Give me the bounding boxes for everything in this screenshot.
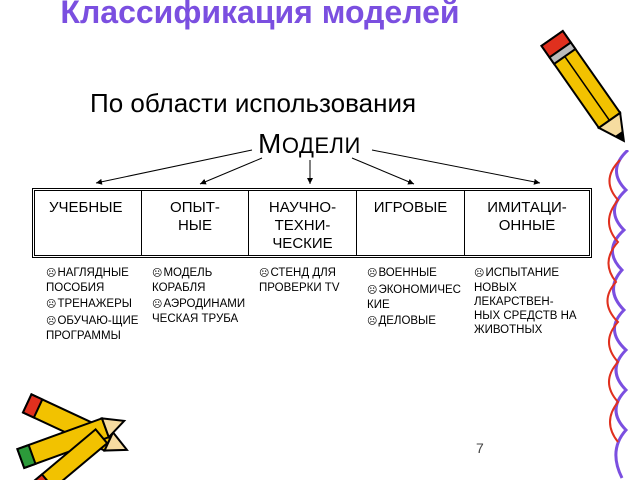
list-item: ☹ЭКОНОМИЧЕСКИЕ bbox=[367, 284, 461, 311]
list-item: ☹ДЕЛОВЫЕ bbox=[367, 315, 436, 327]
frown-bullet-icon: ☹ bbox=[46, 316, 57, 327]
frown-bullet-icon: ☹ bbox=[152, 268, 163, 279]
list-item: ☹СТЕНД ДЛЯ ПРОВЕРКИ TV bbox=[259, 267, 340, 294]
category-header-4: ИГРОВЫЕ bbox=[357, 191, 465, 255]
category-header-3: НАУЧНО-ТЕХНИ-ЧЕСКИЕ bbox=[249, 191, 357, 255]
frown-bullet-icon: ☹ bbox=[367, 316, 378, 327]
frown-bullet-icon: ☹ bbox=[367, 268, 378, 279]
list-item: ☹МОДЕЛЬ КОРАБЛЯ bbox=[152, 267, 213, 294]
category-list-3: ☹СТЕНД ДЛЯ ПРОВЕРКИ TV bbox=[259, 266, 357, 297]
category-header-1: УЧЕБНЫЕ bbox=[35, 191, 142, 255]
arrow-to-col1 bbox=[95, 149, 253, 185]
category-list-1: ☹НАГЛЯДНЫЕ ПОСОБИЯ ☹ТРЕНАЖЕРЫ ☹ОБУЧАЮ-ЩИ… bbox=[46, 266, 142, 345]
list-item: ☹НАГЛЯДНЫЕ ПОСОБИЯ bbox=[46, 267, 129, 294]
category-list-2: ☹МОДЕЛЬ КОРАБЛЯ ☹АЭРОДИНАМИЧЕСКАЯ ТРУБА bbox=[152, 266, 248, 328]
pencil-icon bbox=[540, 29, 626, 143]
categories-table: УЧЕБНЫЕ ОПЫТ-НЫЕ НАУЧНО-ТЕХНИ-ЧЕСКИЕ ИГР… bbox=[32, 188, 592, 258]
frown-bullet-icon: ☹ bbox=[46, 268, 57, 279]
list-item: ☹ТРЕНАЖЕРЫ bbox=[46, 298, 132, 310]
list-item: ☹АЭРОДИНАМИЧЕСКАЯ ТРУБА bbox=[152, 298, 246, 325]
pencils-icon bbox=[16, 393, 129, 480]
list-item: ☹ИСПЫТАНИЕ НОВЫХ ЛЕКАРСТВЕН-НЫХ СРЕДСТВ … bbox=[474, 267, 577, 336]
root-node-rest: ОДЕЛИ bbox=[281, 133, 361, 158]
frown-bullet-icon: ☹ bbox=[152, 299, 163, 310]
arrow-to-col5 bbox=[371, 149, 541, 185]
category-header-2: ОПЫТ-НЫЕ bbox=[142, 191, 249, 255]
root-node-first: М bbox=[258, 128, 282, 159]
category-header-5: ИМИТАЦИ-ОННЫЕ bbox=[487, 199, 567, 234]
category-list-5: ☹ИСПЫТАНИЕ НОВЫХ ЛЕКАРСТВЕН-НЫХ СРЕДСТВ … bbox=[474, 266, 578, 339]
slide-subtitle: По области использования bbox=[90, 88, 417, 118]
list-item: ☹ВОЕННЫЕ bbox=[367, 267, 437, 279]
slide-title: Классификация моделей bbox=[60, 0, 460, 30]
frown-bullet-icon: ☹ bbox=[46, 299, 57, 310]
frown-bullet-icon: ☹ bbox=[474, 268, 485, 279]
frown-bullet-icon: ☹ bbox=[367, 285, 378, 296]
frown-bullet-icon: ☹ bbox=[259, 268, 270, 279]
arrow-to-col2 bbox=[199, 157, 263, 185]
list-item: ☹ОБУЧАЮ-ЩИЕ ПРОГРАММЫ bbox=[46, 315, 139, 342]
squiggle-decoration-icon bbox=[606, 150, 630, 479]
category-list-4: ☹ВОЕННЫЕ ☹ЭКОНОМИЧЕСКИЕ ☹ДЕЛОВЫЕ bbox=[367, 266, 465, 331]
arrow-to-col4 bbox=[351, 157, 415, 185]
page-number: 7 bbox=[476, 440, 484, 456]
root-node: МОДЕЛИ bbox=[258, 128, 361, 160]
